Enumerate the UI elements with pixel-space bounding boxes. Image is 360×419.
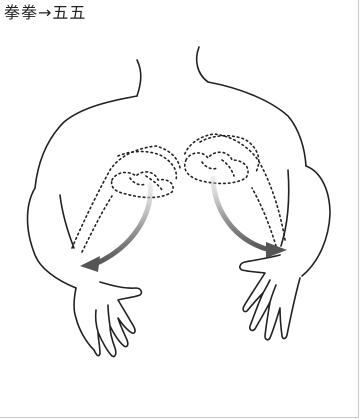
right-hand-icon — [240, 255, 300, 340]
curved-arrow-icon — [213, 178, 287, 258]
curved-arrow-icon — [80, 185, 150, 272]
torso-outline — [137, 47, 208, 96]
initial-position-dotted — [72, 134, 285, 252]
left-hand-icon — [74, 282, 141, 357]
